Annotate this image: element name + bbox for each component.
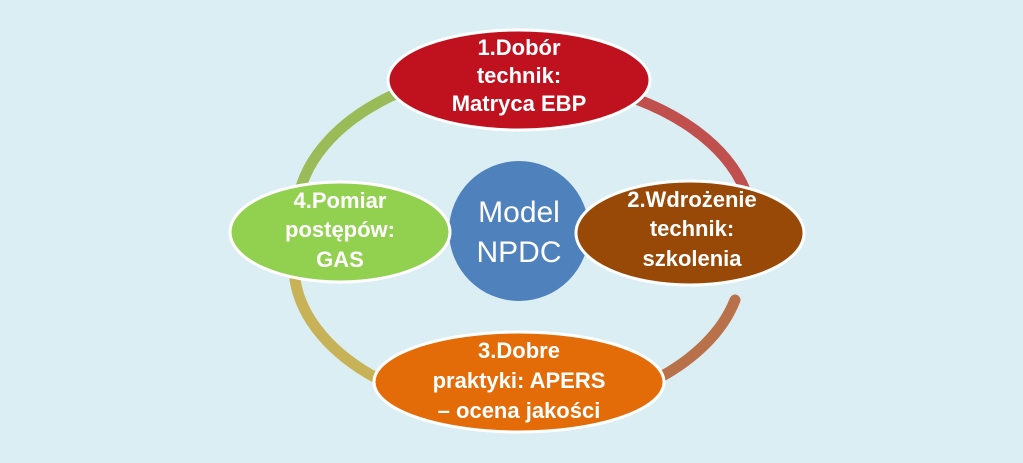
step-3-line-3: – ocena jakości (438, 398, 601, 423)
step-node-2: 2.Wdrożenie technik: szkolenia (574, 179, 806, 287)
step-4-line-1: 4.Pomiar (294, 188, 387, 213)
center-node: Model NPDC (449, 161, 589, 301)
step-node-1: 1.Dobór technik: Matryca EBP (386, 28, 652, 132)
step-node-3: 3.Dobre praktyki: APERS – ocena jakości (372, 330, 666, 434)
step-ellipse-1 (386, 28, 652, 132)
step-2-line-3: szkolenia (642, 246, 742, 271)
step-ellipse-3 (372, 330, 666, 434)
step-ellipse-2 (574, 179, 806, 287)
step-4-line-2: postępów: (285, 217, 395, 242)
step-3-line-2: praktyki: APERS (433, 368, 606, 393)
center-circle (449, 161, 589, 301)
step-1-line-1: 1.Dobór (477, 35, 561, 60)
cycle-arc-bottom-left (289, 274, 386, 386)
cycle-arc-bottom-right (649, 294, 741, 386)
step-2-line-1: 2.Wdrożenie (627, 187, 757, 212)
step-2-line-2: technik: (650, 216, 734, 241)
step-4-line-3: GAS (316, 247, 364, 272)
center-label-line-1: Model (478, 196, 560, 229)
step-1-line-2: technik: (477, 63, 561, 88)
center-label-line-2: NPDC (476, 236, 561, 269)
step-ellipse-4 (228, 180, 452, 284)
step-3-line-1: 3.Dobre (478, 338, 560, 363)
step-1-line-3: Matryca EBP (452, 91, 587, 116)
step-node-4: 4.Pomiar postępów: GAS (228, 180, 452, 284)
